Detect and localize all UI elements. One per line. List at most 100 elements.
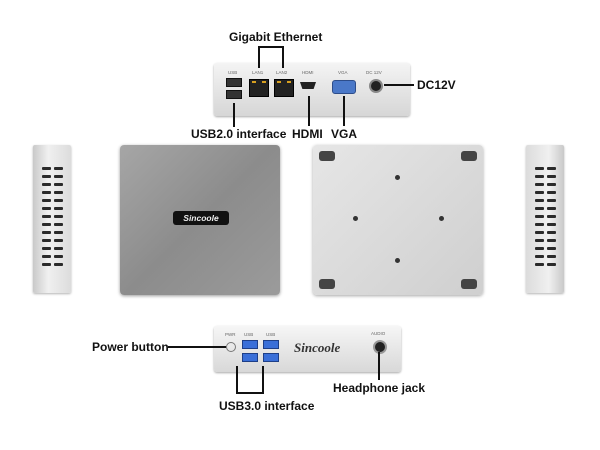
vent-slot xyxy=(535,239,544,242)
usb20-line xyxy=(233,103,235,127)
gigabit-bracket xyxy=(258,46,284,48)
vent-slot xyxy=(54,207,63,210)
usb3-port xyxy=(242,340,258,349)
headphone-line xyxy=(378,352,380,380)
rear-panel-photo: USB LAN1 LAN2 HDMI VGA DC 12V xyxy=(214,63,410,116)
hdmi-port xyxy=(300,82,316,89)
vent-slot xyxy=(547,239,556,242)
left-side-panel-photo xyxy=(33,145,71,293)
headphone-jack xyxy=(373,340,387,354)
vent-slot xyxy=(54,255,63,258)
brand-badge: Sincoole xyxy=(173,211,229,225)
screw-hole xyxy=(353,216,358,221)
vent-slot xyxy=(42,239,51,242)
vent-slot xyxy=(535,207,544,210)
rear-dc-label: DC 12V xyxy=(366,70,382,75)
vent-slot xyxy=(42,255,51,258)
usb3-port xyxy=(242,353,258,362)
vent-slot xyxy=(42,207,51,210)
power-icon xyxy=(226,342,236,352)
vent-slot xyxy=(535,175,544,178)
dc12v-line xyxy=(384,84,414,86)
lan-port xyxy=(274,79,294,97)
right-side-panel-photo xyxy=(526,145,564,293)
vent-slot xyxy=(54,231,63,234)
vent-slot xyxy=(42,247,51,250)
rear-vga-label: VGA xyxy=(338,70,348,75)
vent-slot xyxy=(535,215,544,218)
vent-slot xyxy=(54,247,63,250)
hdmi-line xyxy=(308,96,310,126)
rubber-foot xyxy=(461,151,477,161)
vent-slot xyxy=(547,223,556,226)
vent-slot xyxy=(42,175,51,178)
vent-slot xyxy=(42,199,51,202)
rear-hdmi-label: HDMI xyxy=(302,70,314,75)
vent-slot xyxy=(42,167,51,170)
headphone-jack-callout: Headphone jack xyxy=(333,381,426,395)
vent-slot xyxy=(42,263,51,266)
vent-slot xyxy=(54,191,63,194)
vent-slot xyxy=(547,215,556,218)
lan-port xyxy=(249,79,269,97)
screw-hole xyxy=(439,216,444,221)
vent-slot xyxy=(535,255,544,258)
bottom-view-photo xyxy=(313,145,483,295)
vent-slot xyxy=(54,199,63,202)
usb20-callout: USB2.0 interface xyxy=(191,127,287,141)
vent-slot xyxy=(547,255,556,258)
rear-usb-label: USB xyxy=(228,70,238,75)
usb2-port xyxy=(226,78,242,87)
vent-slot xyxy=(535,167,544,170)
usb30-callout: USB3.0 interface xyxy=(219,399,315,413)
front-panel-photo: PWR USB USB AUDIO Sincoole xyxy=(214,326,401,372)
front-brand-logo: Sincoole xyxy=(294,340,341,355)
front-audio-label: AUDIO xyxy=(371,331,386,336)
rear-lan1-label: LAN1 xyxy=(252,70,264,75)
vent-slot xyxy=(54,167,63,170)
usb3-port xyxy=(263,340,279,349)
rubber-foot xyxy=(461,279,477,289)
rubber-foot xyxy=(319,151,335,161)
vent-slot xyxy=(42,231,51,234)
front-pwr-label: PWR xyxy=(225,332,236,337)
vent-slot xyxy=(54,263,63,266)
vga-line xyxy=(343,96,345,126)
vga-callout: VGA xyxy=(331,127,358,141)
vent-slot xyxy=(42,215,51,218)
top-view-photo: Sincoole xyxy=(120,145,280,295)
front-usb-label-a: USB xyxy=(244,332,254,337)
front-usb-label-b: USB xyxy=(266,332,276,337)
usb2-port xyxy=(226,90,242,99)
dc12v-callout: DC12V xyxy=(417,78,456,92)
vent-slot xyxy=(42,191,51,194)
rear-lan2-label: LAN2 xyxy=(276,70,288,75)
vent-slot xyxy=(535,231,544,234)
vent-slot xyxy=(54,215,63,218)
usb3-port xyxy=(263,353,279,362)
vent-slot xyxy=(535,183,544,186)
screw-hole xyxy=(395,258,400,263)
vent-slot xyxy=(535,191,544,194)
vent-slot xyxy=(54,223,63,226)
vent-slot xyxy=(547,247,556,250)
vent-slot xyxy=(54,239,63,242)
dc-jack xyxy=(369,79,383,93)
vent-slot xyxy=(535,223,544,226)
power-button-callout: Power button xyxy=(92,340,169,354)
vent-slot xyxy=(547,207,556,210)
vent-slot xyxy=(547,263,556,266)
vent-slot xyxy=(547,167,556,170)
vent-slot xyxy=(535,199,544,202)
vent-slot xyxy=(547,199,556,202)
screw-hole xyxy=(395,175,400,180)
vent-slot xyxy=(547,191,556,194)
vga-port xyxy=(332,80,356,94)
usb30-bracket xyxy=(236,366,238,394)
vent-slot xyxy=(42,223,51,226)
vent-slot xyxy=(54,183,63,186)
hdmi-callout: HDMI xyxy=(292,127,323,141)
vent-slot xyxy=(535,247,544,250)
vent-slot xyxy=(42,183,51,186)
vent-slot xyxy=(54,175,63,178)
